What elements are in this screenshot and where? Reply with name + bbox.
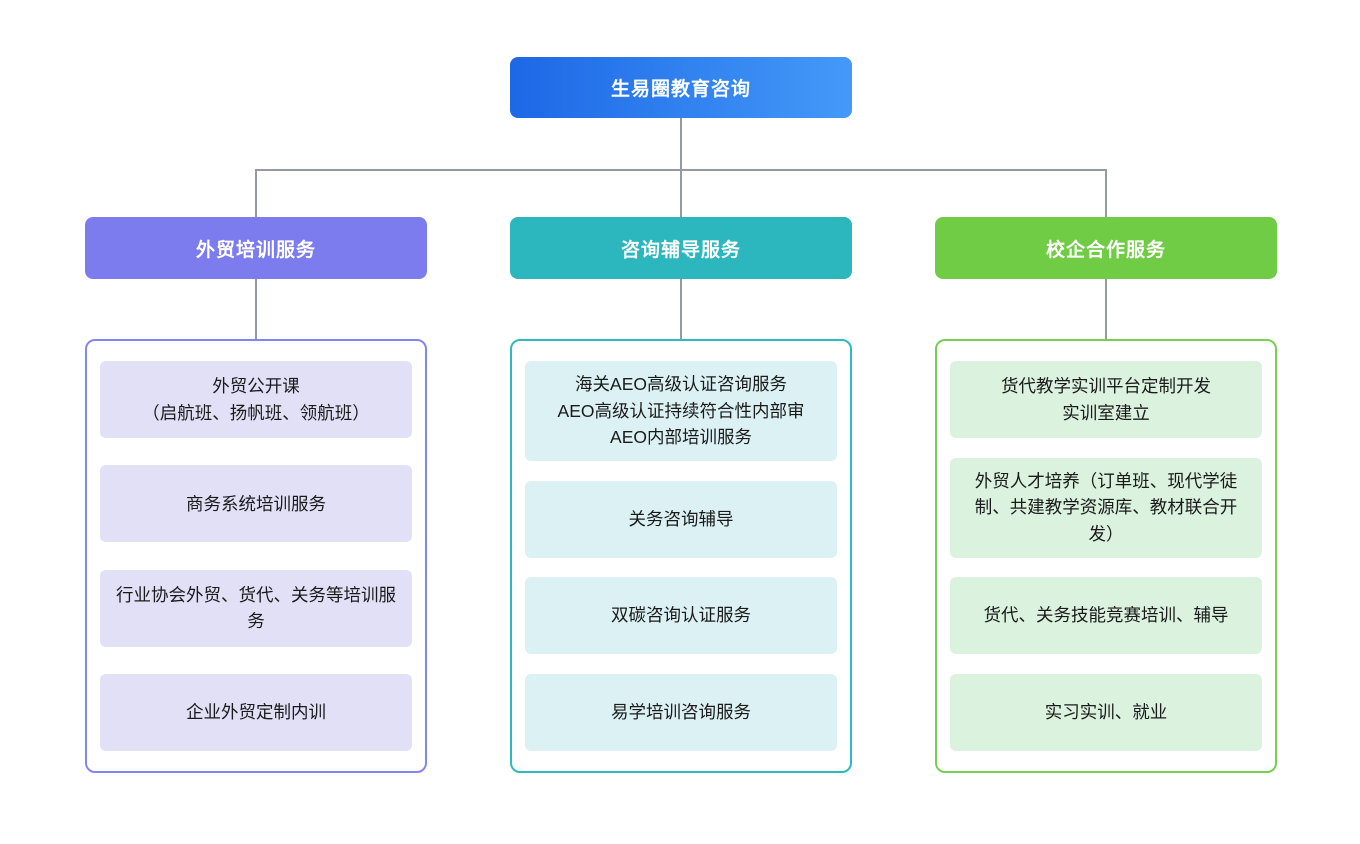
connector-group3-stub (1105, 279, 1107, 339)
group-consulting: 海关AEO高级认证咨询服务 AEO高级认证持续符合性内部审 AEO内部培训服务 … (510, 339, 852, 773)
connector-branch1-stub (255, 169, 257, 217)
root-node: 生易圈教育咨询 (510, 57, 852, 118)
list-item: 外贸人才培养（订单班、现代学徒制、共建教学资源库、教材联合开发） (950, 457, 1262, 558)
branch-header-school-enterprise: 校企合作服务 (935, 217, 1277, 279)
branch1-label: 外贸培训服务 (195, 239, 316, 261)
branch2-label: 咨询辅导服务 (620, 239, 741, 261)
connector-group1-stub (255, 279, 257, 339)
list-item: 关务咨询辅导 (525, 480, 837, 558)
group-trade-training: 外贸公开课 （启航班、扬帆班、领航班） 商务系统培训服务 行业协会外贸、货代、关… (85, 339, 427, 773)
list-item: 货代、关务技能竞赛培训、辅导 (950, 577, 1262, 655)
list-item: 易学培训咨询服务 (525, 673, 837, 751)
connector-group2-stub (680, 279, 682, 339)
list-item: 商务系统培训服务 (100, 465, 412, 543)
branch-header-consulting: 咨询辅导服务 (510, 217, 852, 279)
list-item: 海关AEO高级认证咨询服务 AEO高级认证持续符合性内部审 AEO内部培训服务 (525, 361, 837, 461)
list-item: 行业协会外贸、货代、关务等培训服务 (100, 569, 412, 647)
branch-header-trade-training: 外贸培训服务 (85, 217, 427, 279)
connector-branch2-stub (680, 169, 682, 217)
list-item: 双碳咨询认证服务 (525, 577, 837, 655)
connector-branch3-stub (1105, 169, 1107, 217)
group-school-enterprise: 货代教学实训平台定制开发 实训室建立 外贸人才培养（订单班、现代学徒制、共建教学… (935, 339, 1277, 773)
branch3-label: 校企合作服务 (1045, 239, 1166, 261)
list-item: 外贸公开课 （启航班、扬帆班、领航班） (100, 361, 412, 438)
list-item: 企业外贸定制内训 (100, 673, 412, 751)
root-node-label: 生易圈教育咨询 (610, 79, 751, 100)
connector-root-stub (680, 118, 682, 170)
list-item: 实习实训、就业 (950, 673, 1262, 751)
list-item: 货代教学实训平台定制开发 实训室建立 (950, 361, 1262, 438)
